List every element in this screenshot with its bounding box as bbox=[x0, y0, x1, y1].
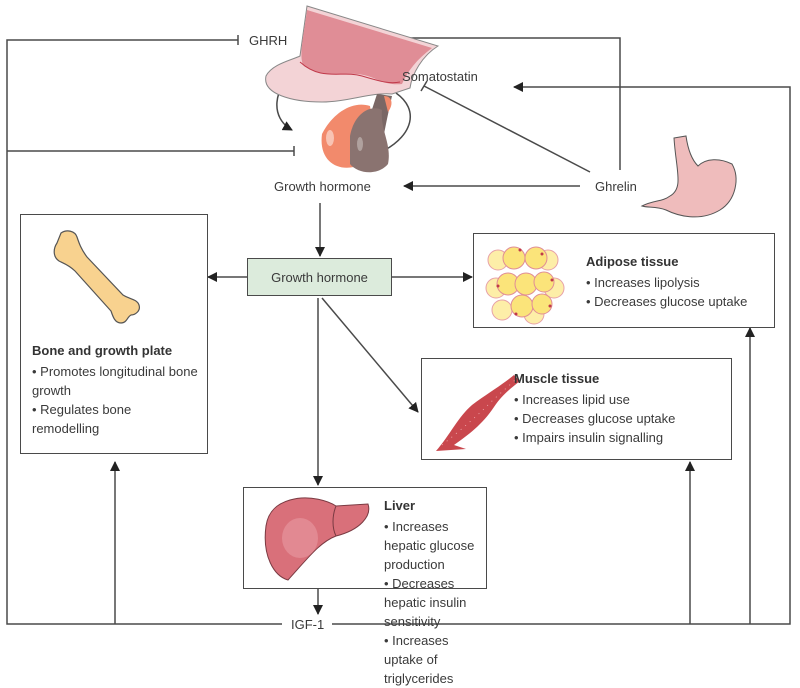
adipose-item: Decreases glucose uptake bbox=[586, 292, 747, 311]
stomach-icon bbox=[640, 135, 737, 218]
muscle-item: Decreases glucose uptake bbox=[514, 409, 675, 428]
igf1-label: IGF-1 bbox=[288, 618, 328, 631]
ghrelin-to-somatostatin-inhibit bbox=[423, 85, 591, 173]
pituitary-gland-icon bbox=[265, 5, 440, 173]
muscle-item: Impairs insulin signalling bbox=[514, 428, 675, 447]
liver-item: Decreases hepatic insulin sensitivity bbox=[384, 574, 486, 631]
igf1-line-left bbox=[6, 39, 282, 625]
ghrelin-label: Ghrelin bbox=[595, 179, 637, 194]
liver-icon bbox=[264, 497, 370, 581]
muscle-icon bbox=[436, 375, 520, 451]
muscle-box: Muscle tissue Increases lipid use Decrea… bbox=[421, 358, 732, 460]
adipose-box: Adipose tissue Increases lipolysis Decre… bbox=[473, 233, 775, 328]
bone-box: Bone and growth plate Promotes longitudi… bbox=[20, 214, 208, 454]
adipose-cells-icon bbox=[485, 246, 565, 325]
liver-item: Increases uptake of triglycerides bbox=[384, 631, 486, 688]
somatostatin-to-pituitary-curve bbox=[384, 92, 412, 151]
bone-title: Bone and growth plate bbox=[32, 343, 173, 358]
growth-hormone-box: Growth hormone bbox=[247, 258, 392, 296]
liver-item: Increases hepatic glucose production bbox=[384, 517, 486, 574]
connector-lines bbox=[6, 33, 791, 625]
growth-hormone-box-label: Growth hormone bbox=[271, 269, 368, 285]
liver-title: Liver bbox=[384, 498, 416, 513]
muscle-item: Increases lipid use bbox=[514, 390, 675, 409]
liver-box: Liver Increases hepatic glucose producti… bbox=[243, 487, 487, 686]
bone-icon bbox=[53, 230, 140, 324]
gh-box-to-muscle bbox=[321, 297, 419, 413]
ghrh-label: GHRH bbox=[249, 33, 288, 48]
bone-item: Regulates bone remodelling bbox=[32, 400, 202, 438]
muscle-title: Muscle tissue bbox=[514, 371, 600, 386]
adipose-title: Adipose tissue bbox=[586, 254, 679, 269]
bone-item: Promotes longitudinal bone growth bbox=[32, 362, 202, 400]
somatostatin-label: Somatostatin bbox=[402, 69, 478, 84]
adipose-item: Increases lipolysis bbox=[586, 273, 747, 292]
growth-hormone-pituitary-label: Growth hormone bbox=[274, 179, 371, 194]
igf1-line-right bbox=[332, 82, 791, 625]
somatostatin-inhibit-bar bbox=[420, 80, 428, 92]
